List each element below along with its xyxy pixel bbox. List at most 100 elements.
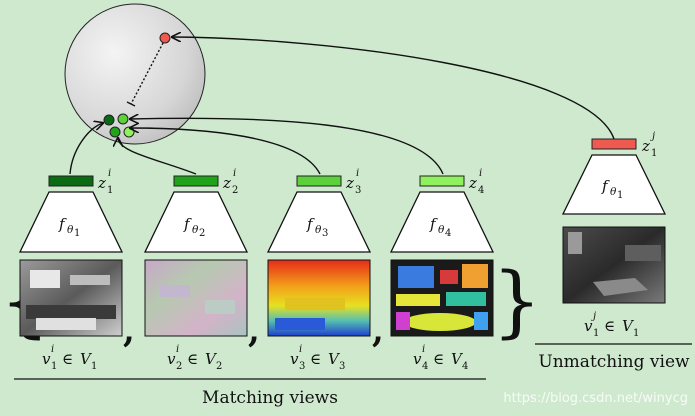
theta-subscript: 1 xyxy=(617,190,623,201)
encoder-label-2: f θ 2 xyxy=(183,215,205,239)
z-symbol: z xyxy=(222,174,231,192)
encoder-unmatch xyxy=(561,154,667,215)
embedding-bar-z1 xyxy=(48,175,94,187)
encoder-label-3: f θ 3 xyxy=(306,215,328,239)
v-subscript: 4 xyxy=(422,361,428,372)
embedding-bar-z4 xyxy=(419,175,465,187)
point-z1 xyxy=(103,114,115,126)
set-symbol: V xyxy=(328,350,341,368)
v-superscript: i xyxy=(299,344,302,355)
z-label-4: z i 4 xyxy=(468,168,484,196)
v-subscript: 1 xyxy=(51,361,57,372)
z-symbol: z xyxy=(641,137,650,155)
theta-symbol: θ xyxy=(67,224,74,236)
embedding-bar-unmatch xyxy=(591,138,637,150)
encoder-3 xyxy=(266,191,372,253)
right-brace: } xyxy=(492,257,542,347)
v-symbol: v xyxy=(42,350,51,368)
embedding-sphere xyxy=(64,3,206,145)
z-superscript: i xyxy=(233,168,236,179)
encoder-label-4: f θ 4 xyxy=(429,215,451,239)
v-symbol: v xyxy=(413,350,422,368)
z-subscript: 1 xyxy=(107,185,113,196)
encoder-2 xyxy=(143,191,249,253)
z-label-1: z i 1 xyxy=(97,168,113,196)
theta-subscript: 1 xyxy=(74,228,80,239)
view-image-1 xyxy=(19,259,123,337)
v-symbol: v xyxy=(584,317,593,335)
f-symbol: f xyxy=(183,215,192,233)
v-superscript: i xyxy=(51,344,54,355)
z-label-2: z i 2 xyxy=(222,168,238,196)
encoder-1 xyxy=(18,191,124,253)
embedding-bar-z2 xyxy=(173,175,219,187)
v-subscript: 3 xyxy=(299,361,305,372)
arrow-unmatch xyxy=(172,37,615,140)
encoder-label-unmatch: f θ 1 xyxy=(601,177,623,201)
z-subscript: 4 xyxy=(478,185,484,196)
watermark: https://blog.csdn.net/winycg xyxy=(503,391,688,406)
comma-2: , xyxy=(248,311,260,351)
point-z3 xyxy=(109,126,121,138)
set-symbol: V xyxy=(205,350,218,368)
set-subscript: 1 xyxy=(633,328,639,339)
z-symbol: z xyxy=(345,174,354,192)
v-symbol: v xyxy=(167,350,176,368)
v-symbol: v xyxy=(290,350,299,368)
theta-symbol: θ xyxy=(610,186,617,198)
caption-unmatching: Unmatching view xyxy=(538,352,690,372)
comma-1: , xyxy=(123,311,135,351)
f-symbol: f xyxy=(58,215,67,233)
z-superscript: j xyxy=(650,131,655,142)
arrow-z3 xyxy=(130,128,321,175)
set-subscript: 1 xyxy=(91,361,97,372)
set-symbol: V xyxy=(622,317,635,335)
arrow-z4 xyxy=(130,118,444,175)
z-symbol: z xyxy=(468,174,477,192)
theta-subscript: 2 xyxy=(199,228,205,239)
set-subscript: 4 xyxy=(462,361,468,372)
z-label-unmatch: z j 1 xyxy=(641,131,657,159)
f-symbol: f xyxy=(429,215,438,233)
view-image-3 xyxy=(267,259,371,337)
point-unmatch xyxy=(159,32,171,44)
set-subscript: 3 xyxy=(339,361,345,372)
z-superscript: i xyxy=(479,168,482,179)
z-subscript: 2 xyxy=(232,185,238,196)
set-symbol: V xyxy=(80,350,93,368)
view-image-4 xyxy=(390,259,494,337)
comma-3: , xyxy=(372,311,384,351)
z-subscript: 3 xyxy=(355,185,361,196)
f-symbol: f xyxy=(601,177,610,195)
v-superscript: j xyxy=(591,311,596,322)
set-subscript: 2 xyxy=(216,361,222,372)
z-symbol: z xyxy=(97,174,106,192)
element-of: ∈ xyxy=(433,350,444,368)
arrow-z1 xyxy=(69,123,103,175)
set-symbol: V xyxy=(451,350,464,368)
element-of: ∈ xyxy=(310,350,321,368)
v-subscript: 1 xyxy=(593,328,599,339)
theta-symbol: θ xyxy=(438,224,445,236)
v-subscript: 2 xyxy=(176,361,182,372)
view-image-unmatch xyxy=(562,226,666,304)
z-subscript: 1 xyxy=(651,148,657,159)
theta-subscript: 4 xyxy=(445,228,451,239)
theta-subscript: 3 xyxy=(322,228,328,239)
z-label-3: z i 3 xyxy=(345,168,361,196)
embedding-bar-z3 xyxy=(296,175,342,187)
element-of: ∈ xyxy=(62,350,73,368)
element-of: ∈ xyxy=(604,317,615,335)
encoder-4 xyxy=(389,191,495,253)
point-z2 xyxy=(117,113,129,125)
view-label-2: v i 2 ∈ V 2 xyxy=(167,344,222,372)
view-label-4: v i 4 ∈ V 4 xyxy=(413,344,468,372)
arrow-z2 xyxy=(118,138,197,175)
view-image-2 xyxy=(144,259,248,337)
encoder-label-1: f θ 1 xyxy=(58,215,80,239)
element-of: ∈ xyxy=(187,350,198,368)
theta-symbol: θ xyxy=(192,224,199,236)
v-superscript: i xyxy=(422,344,425,355)
f-symbol: f xyxy=(306,215,315,233)
